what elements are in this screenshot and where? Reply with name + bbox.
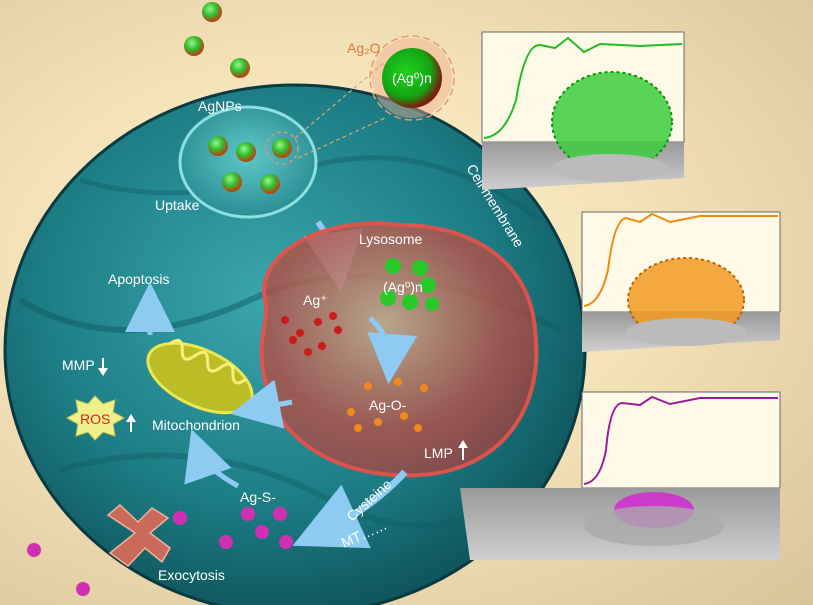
ag-o-label: Ag-O- [369,397,407,413]
lmp-arrow-up-icon [458,440,468,460]
exocytosis-label: Exocytosis [158,567,225,583]
cysteine-arrow [292,469,408,549]
starburst-icon [65,395,126,441]
profile-panel-orange [581,211,781,352]
lysosome-label: Lysosome [359,231,423,247]
ags-to-mito-arrow [184,429,240,489]
profile-panel-purple [460,391,781,560]
profile-panel-green [481,31,685,190]
mitochondrion [146,338,254,415]
conversion-arrow [367,316,418,384]
ag0n-lysosome-label: (Ag⁰)n [383,279,423,295]
mmp-label: MMP [62,357,95,373]
ag0n-particle-label: (Ag⁰)n [392,70,432,86]
arrow-down-icon [98,358,108,376]
exocytosis-channel [106,503,171,567]
lysosome-ag0-cluster [380,258,439,311]
lysosome-to-mito-arrow [230,379,293,429]
uptake-label: Uptake [155,197,200,213]
external-agnps [184,2,250,78]
ag0-particle [369,35,455,121]
ag-s-species [173,507,293,549]
ag2o-label: Ag₂O [347,40,381,56]
ros-label: ROS [80,411,110,427]
ag-s-label: Ag-S- [240,489,276,505]
lmp-label: LMP [424,445,453,461]
uptake-vesicle [178,61,386,219]
ag-o-species [347,378,428,432]
agnps-label: AgNPs [198,98,242,114]
arrow-up-icon [126,414,136,432]
ag-plus-label: Ag⁺ [303,292,328,308]
apoptosis-label: Apoptosis [108,271,169,287]
exported-particles [27,543,90,596]
ag-plus-ions [281,312,342,356]
mitochondrion-label: Mitochondrion [152,417,240,433]
